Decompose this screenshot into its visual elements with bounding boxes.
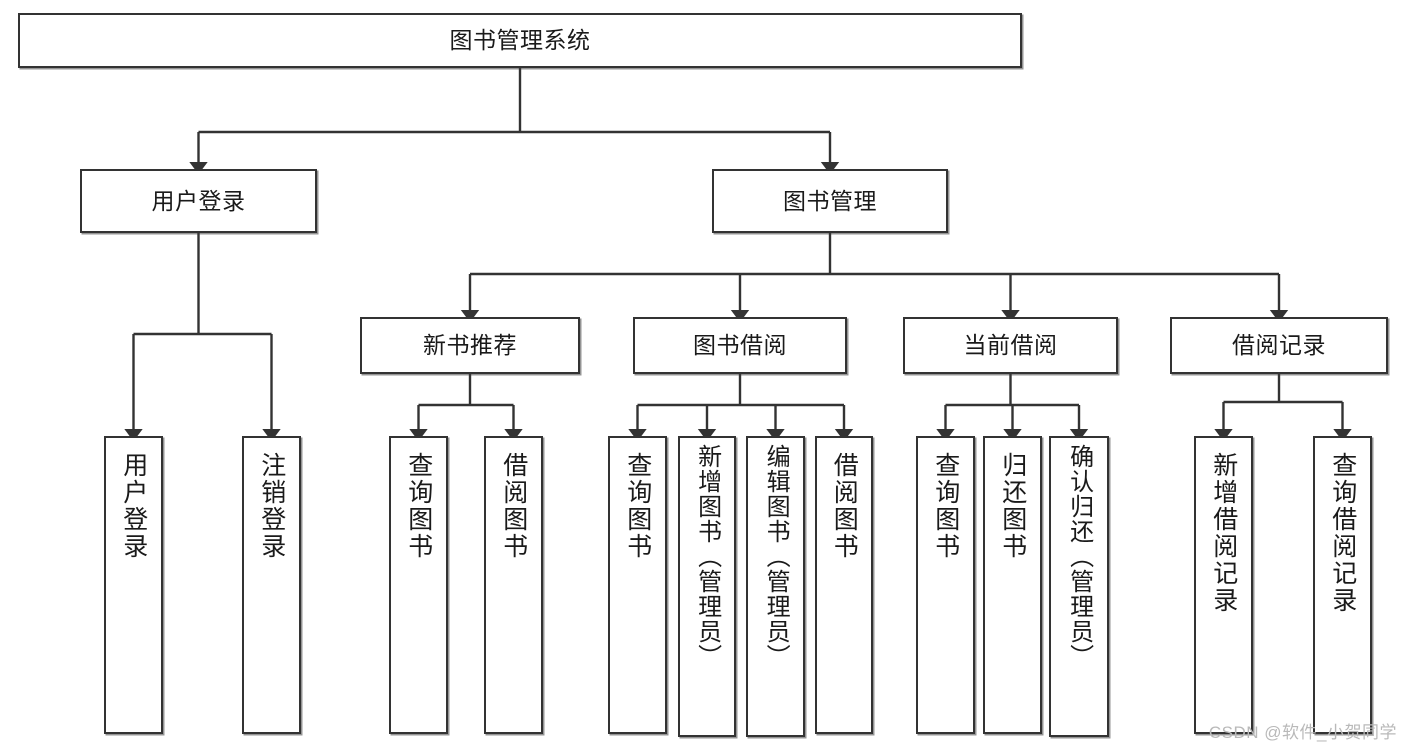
leaf-query-book-recommend[interactable]: 查询图书 [389, 436, 448, 734]
leaf-query-book-borrow[interactable]: 查询图书 [608, 436, 667, 734]
leaf-user-logout[interactable]: 注销登录 [242, 436, 301, 734]
leaf-user-login-label: 用户登录 [119, 452, 148, 560]
leaf-query-borrow-record[interactable]: 查询借阅记录 [1313, 436, 1372, 734]
leaf-return-book-label: 归还图书 [998, 452, 1027, 560]
node-book-manage[interactable]: 图书管理 [712, 169, 948, 233]
leaf-add-borrow-record-label: 新增借阅记录 [1209, 452, 1238, 614]
node-borrow-record[interactable]: 借阅记录 [1170, 317, 1388, 374]
node-book-borrow[interactable]: 图书借阅 [633, 317, 847, 374]
leaf-confirm-return-admin[interactable]: 确认归还（管理员） [1049, 436, 1109, 737]
leaf-query-book-current-label: 查询图书 [931, 452, 960, 560]
node-root[interactable]: 图书管理系统 [18, 13, 1022, 68]
leaf-add-book-admin-label: 新增图书（管理员） [693, 444, 721, 669]
leaf-return-book[interactable]: 归还图书 [983, 436, 1042, 734]
leaf-edit-book-admin[interactable]: 编辑图书（管理员） [746, 436, 805, 737]
leaf-query-book-recommend-label: 查询图书 [404, 452, 433, 560]
leaf-borrow-book-recommend[interactable]: 借阅图书 [484, 436, 543, 734]
leaf-user-login[interactable]: 用户登录 [104, 436, 163, 734]
leaf-borrow-book-borrow-label: 借阅图书 [830, 452, 859, 560]
node-current-borrow-label: 当前借阅 [963, 332, 1058, 358]
node-book-borrow-label: 图书借阅 [693, 332, 787, 358]
leaf-borrow-book-borrow[interactable]: 借阅图书 [815, 436, 873, 734]
node-user-login[interactable]: 用户登录 [80, 169, 317, 233]
leaf-query-borrow-record-label: 查询借阅记录 [1328, 452, 1357, 614]
node-user-login-label: 用户登录 [151, 187, 246, 214]
node-current-borrow[interactable]: 当前借阅 [903, 317, 1118, 374]
node-borrow-record-label: 借阅记录 [1232, 332, 1326, 358]
leaf-query-book-current[interactable]: 查询图书 [916, 436, 975, 734]
leaf-add-borrow-record[interactable]: 新增借阅记录 [1194, 436, 1253, 734]
leaf-query-book-borrow-label: 查询图书 [623, 452, 652, 560]
leaf-add-book-admin[interactable]: 新增图书（管理员） [678, 436, 736, 737]
node-new-book-recommend-label: 新书推荐 [423, 332, 517, 358]
leaf-user-logout-label: 注销登录 [257, 452, 286, 560]
node-book-manage-label: 图书管理 [783, 187, 877, 214]
leaf-confirm-return-admin-label: 确认归还（管理员） [1065, 444, 1093, 669]
node-new-book-recommend[interactable]: 新书推荐 [360, 317, 580, 374]
leaf-edit-book-admin-label: 编辑图书（管理员） [762, 444, 790, 669]
node-root-label: 图书管理系统 [449, 27, 591, 53]
leaf-borrow-book-recommend-label: 借阅图书 [499, 452, 528, 560]
